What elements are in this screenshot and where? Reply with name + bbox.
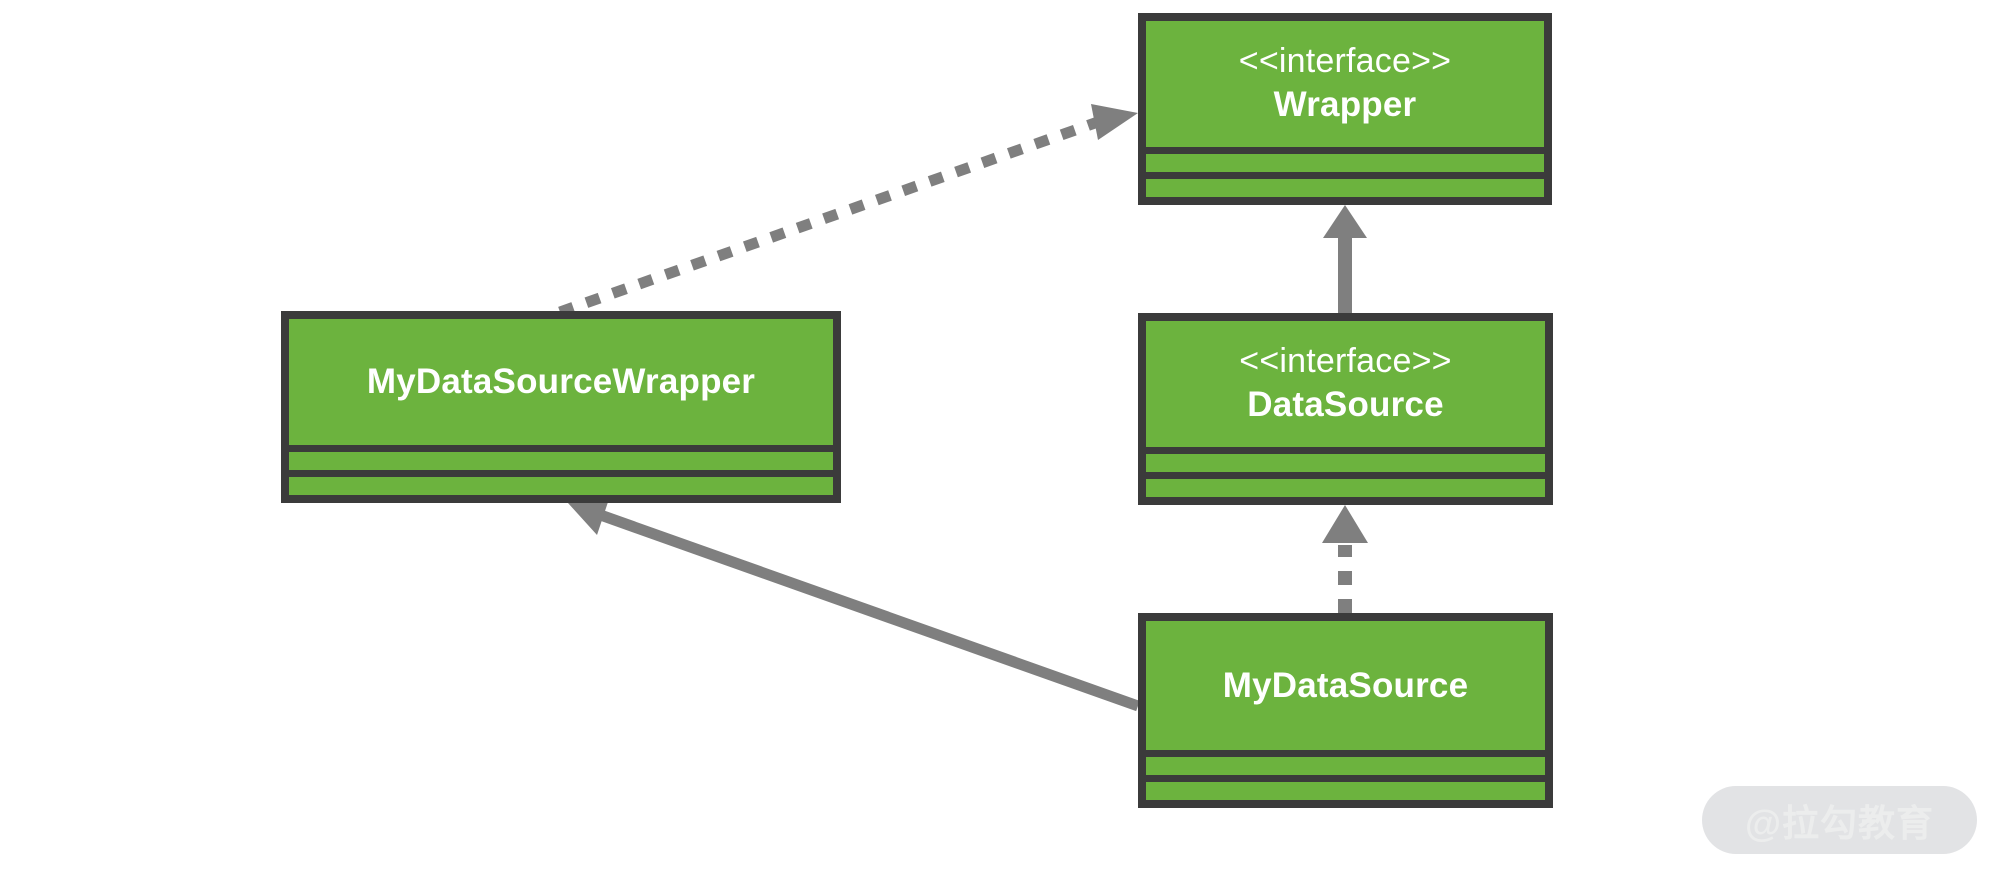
uml-class-my-data-source-title: MyDataSource bbox=[1222, 665, 1469, 705]
uml-class-my-data-source-wrapper-divider-1 bbox=[289, 445, 833, 452]
watermark-label: @拉勾教育 bbox=[1744, 803, 1935, 844]
edge-mydatasource-association bbox=[568, 502, 1140, 712]
uml-class-my-data-source[interactable]: MyDataSource bbox=[1138, 613, 1553, 808]
uml-class-my-data-source-wrapper[interactable]: MyDataSourceWrapper bbox=[281, 311, 841, 503]
uml-class-wrapper-name-compartment: <<interface>> Wrapper bbox=[1146, 21, 1544, 147]
uml-class-my-data-source-wrapper-operations-compartment bbox=[289, 477, 833, 495]
uml-class-wrapper-divider-1 bbox=[1146, 147, 1544, 154]
uml-class-data-source[interactable]: <<interface>> DataSource bbox=[1138, 313, 1553, 505]
uml-class-wrapper-operations-compartment bbox=[1146, 179, 1544, 197]
uml-class-wrapper-title: Wrapper bbox=[1273, 85, 1417, 125]
watermark-badge: @拉勾教育 bbox=[1702, 786, 1977, 854]
edge-wrapper-realization bbox=[558, 104, 1138, 318]
uml-class-wrapper-divider-2 bbox=[1146, 172, 1544, 179]
uml-class-my-data-source-operations-compartment bbox=[1146, 782, 1545, 800]
uml-class-my-data-source-wrapper-title: MyDataSourceWrapper bbox=[366, 362, 756, 402]
uml-class-my-data-source-wrapper-attributes-compartment bbox=[289, 452, 833, 470]
uml-class-my-data-source-divider-2 bbox=[1146, 775, 1545, 782]
uml-class-my-data-source-wrapper-divider-2 bbox=[289, 470, 833, 477]
uml-class-my-data-source-divider-1 bbox=[1146, 750, 1545, 757]
uml-class-my-data-source-attributes-compartment bbox=[1146, 757, 1545, 775]
uml-class-data-source-name-compartment: <<interface>> DataSource bbox=[1146, 321, 1545, 447]
uml-class-data-source-divider-1 bbox=[1146, 447, 1545, 454]
uml-class-wrapper-attributes-compartment bbox=[1146, 154, 1544, 172]
uml-class-data-source-operations-compartment bbox=[1146, 479, 1545, 497]
edge-mydatasource-realization bbox=[1322, 505, 1368, 613]
uml-class-wrapper[interactable]: <<interface>> Wrapper bbox=[1138, 13, 1552, 205]
uml-class-data-source-stereotype: <<interface>> bbox=[1239, 342, 1452, 381]
uml-class-data-source-divider-2 bbox=[1146, 472, 1545, 479]
edge-datasource-generalization bbox=[1323, 205, 1367, 313]
uml-class-my-data-source-name-compartment: MyDataSource bbox=[1146, 621, 1545, 750]
uml-class-data-source-attributes-compartment bbox=[1146, 454, 1545, 472]
uml-class-my-data-source-wrapper-name-compartment: MyDataSourceWrapper bbox=[289, 319, 833, 445]
uml-class-data-source-title: DataSource bbox=[1247, 385, 1444, 425]
uml-class-wrapper-stereotype: <<interface>> bbox=[1238, 42, 1452, 81]
